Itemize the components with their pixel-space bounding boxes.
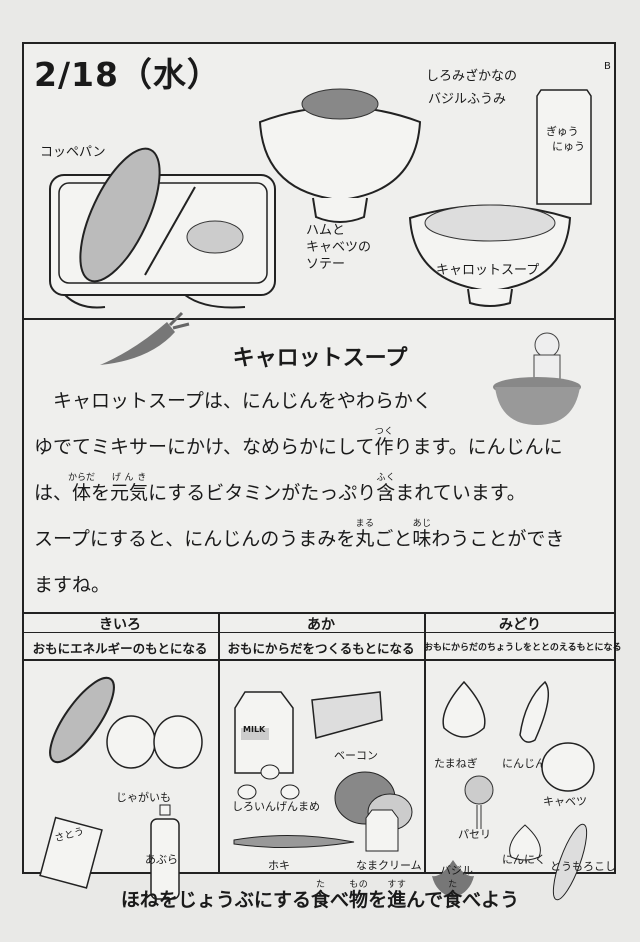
group-yellow-desc: おもにエネルギーのもとになる xyxy=(32,641,208,656)
carrot-icon xyxy=(100,311,190,365)
menu-label-bread: コッペパン xyxy=(40,145,106,160)
fish-bowl-icon xyxy=(258,88,422,223)
label-line: にゅう xyxy=(552,140,585,153)
food-label: ベーコン xyxy=(334,749,378,762)
group-red-title: あか xyxy=(307,617,335,633)
article-line: キャロットスープは、にんじんをやわらかく xyxy=(53,390,432,412)
article-line: スープにすると、にんじんのうまみを丸まるごと味あじわうことができ xyxy=(34,519,565,550)
menu-label-soup: キャロットスープ xyxy=(436,263,540,278)
version-mark: B xyxy=(604,61,611,72)
label-line: ぎゅう xyxy=(546,125,579,138)
food-label: なまクリーム xyxy=(356,859,422,872)
article-line: ますね。 xyxy=(34,574,111,596)
menu-label-fish: しろみざかなの バジルふうみ xyxy=(426,68,517,108)
food-label: じゃがいも xyxy=(116,791,171,804)
carrot-icon xyxy=(519,680,550,743)
food-label: あぶら xyxy=(145,853,178,866)
food-label: パセリ xyxy=(458,828,491,841)
label-line: しろみざかなの xyxy=(426,69,518,84)
label-line: ハムと xyxy=(306,223,346,238)
bacon-icon xyxy=(311,691,383,739)
group-red-desc: おもにからだをつくるもとになる xyxy=(227,641,415,656)
table-top-border xyxy=(22,612,616,614)
chef-cooking-icon xyxy=(493,332,581,425)
food-label: ホキ xyxy=(268,859,290,872)
column-divider xyxy=(218,612,220,874)
soup-bowl-icon xyxy=(408,204,572,307)
fresh-cream-icon xyxy=(365,809,399,852)
group-green-desc: おもにからだのちょうしをととのえるもとになる xyxy=(424,643,622,653)
corn-icon xyxy=(552,823,588,901)
basil-icon xyxy=(432,860,474,898)
label-line: ソテー xyxy=(306,257,346,272)
garlic-icon xyxy=(509,824,541,861)
hoki-fish-icon xyxy=(233,834,355,849)
bread-icon xyxy=(49,676,115,764)
date-heading: 2/18（水） xyxy=(34,55,221,94)
food-label: しろいんげんまめ xyxy=(232,800,320,813)
group-yellow-title: きいろ xyxy=(99,617,141,633)
potato-icon xyxy=(106,715,203,769)
milk-carton-icon xyxy=(234,691,294,774)
article-line: は、体からだを元気げんきにするビタミンがたっぷり含ふくまれています。 xyxy=(34,473,526,504)
milk-carton-icon xyxy=(536,89,592,205)
cabbage-icon xyxy=(541,742,595,792)
oil-bottle-icon xyxy=(150,804,180,900)
section-divider xyxy=(22,318,616,320)
table-header-divider xyxy=(22,659,616,661)
food-label: にんにく xyxy=(502,853,546,866)
bread-icon xyxy=(79,147,161,283)
table-row-divider xyxy=(22,632,616,633)
article-body: キャロットスープは、にんじんをやわらかく ゆでてミキサーにかけ、なめらかにして作… xyxy=(34,378,594,608)
onion-icon xyxy=(442,680,486,738)
footer-slogan: ほねをじょうぶにする食たべ物ものを進すすんで食たべよう xyxy=(120,880,520,911)
article-line: ゆでてミキサーにかけ、なめらかにして作つくります。にんじんに xyxy=(34,427,563,458)
menu-label-saute: ハムと キャベツの ソテー xyxy=(306,222,371,273)
label-line: バジルふうみ xyxy=(428,92,507,107)
white-beans-icon xyxy=(237,764,300,800)
food-label: たまねぎ xyxy=(434,757,478,770)
food-label: バジル xyxy=(440,864,473,877)
food-label: キャベツ xyxy=(543,795,587,808)
group-green-title: みどり xyxy=(499,617,541,633)
food-label: にんじん xyxy=(502,757,546,770)
parsley-icon xyxy=(464,775,494,829)
milk-label: MILK xyxy=(243,725,266,734)
label-line: キャベツの xyxy=(306,240,372,255)
cabbage-saute-icon xyxy=(186,220,244,254)
menu-label-milk: ぎゅう にゅう xyxy=(546,124,585,154)
column-divider xyxy=(424,612,426,874)
food-label: とうもろこし xyxy=(550,860,616,873)
sugar-package-icon xyxy=(39,816,103,889)
article-title: キャロットスープ xyxy=(232,346,408,371)
